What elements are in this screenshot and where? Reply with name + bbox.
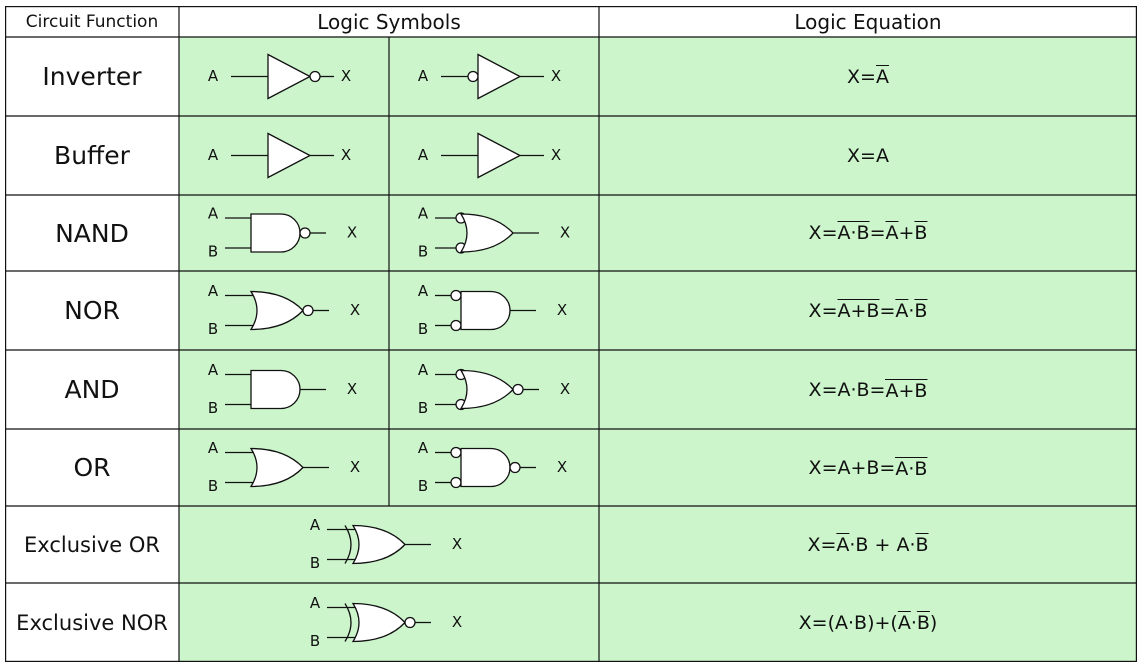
pin-label: A <box>418 439 429 457</box>
pin-label: A <box>418 282 429 300</box>
pin-label: A <box>418 361 429 379</box>
gate-triangle <box>267 132 312 179</box>
pin-label: A <box>418 67 429 85</box>
function-label: AND <box>64 375 120 404</box>
gate-or-body <box>249 447 304 488</box>
pin-label: X <box>452 535 462 553</box>
function-label: OR <box>73 453 111 482</box>
logic-symbols-drawing: A X A X A X A X A B X A B X A B X A B X A B X A B X A B X A B X A B X A B X <box>208 53 570 650</box>
equation-xnor: X=(A·B)+(A·B) <box>798 611 938 634</box>
gate-or-body <box>459 369 514 410</box>
pin-label: B <box>208 320 218 338</box>
pin-label: B <box>418 243 428 261</box>
pin-label: B <box>208 399 218 417</box>
pin-label: B <box>310 632 320 650</box>
pin-label: X <box>560 224 570 242</box>
table-grid <box>5 6 1137 662</box>
pin-label: X <box>557 301 567 319</box>
pin-label: X <box>347 224 357 242</box>
equation-and: X=A·B=A+B <box>808 378 928 402</box>
pin-label: A <box>208 205 219 223</box>
function-label: Inverter <box>42 62 142 91</box>
pin-label: A <box>418 205 429 223</box>
pin-label: X <box>560 380 570 398</box>
pin-label: A <box>208 67 219 85</box>
gate-or-body <box>459 213 514 253</box>
gate-triangle <box>477 53 522 100</box>
gate-or-body <box>351 602 406 643</box>
pin-label: A <box>310 516 321 534</box>
pin-label: A <box>310 594 321 612</box>
xor-extra-arc <box>344 603 352 642</box>
gate-triangle <box>267 53 312 100</box>
pin-label: X <box>341 146 351 164</box>
pin-label: X <box>452 613 462 631</box>
pin-label: B <box>418 320 428 338</box>
header-logic-equation: Logic Equation <box>794 9 942 34</box>
logic-table: Circuit Function Logic Symbols Logic Equ… <box>5 6 1137 662</box>
function-label: NOR <box>64 296 120 325</box>
pin-label: B <box>208 243 218 261</box>
pin-label: A <box>208 439 219 457</box>
equation-inverter: X=A <box>847 65 889 88</box>
pin-label: X <box>347 380 357 398</box>
gate-and-body <box>460 290 511 331</box>
xor-extra-arc <box>344 525 352 564</box>
equation-or: X=A+B=A·B <box>808 456 928 480</box>
gate-or-body <box>249 290 304 331</box>
pin-label: X <box>551 67 561 85</box>
pin-label: X <box>557 458 567 476</box>
pin-label: X <box>551 146 561 164</box>
pin-label: B <box>208 477 218 495</box>
gate-or-body <box>351 524 406 565</box>
pin-label: X <box>350 458 360 476</box>
gate-triangle <box>477 132 522 179</box>
pin-label: A <box>208 361 219 379</box>
equation-xor: X=A·B + A·B <box>807 533 929 556</box>
pin-label: X <box>341 67 351 85</box>
equation-buffer: X=A <box>847 144 889 167</box>
function-label: Exclusive OR <box>24 532 160 557</box>
pin-label: X <box>350 301 360 319</box>
gate-and-body <box>250 369 301 410</box>
equation-nand: X=A·B=A+B <box>808 222 928 244</box>
function-label: NAND <box>55 218 129 248</box>
pin-label: A <box>208 146 219 164</box>
pin-label: B <box>418 399 428 417</box>
pin-label: B <box>418 477 428 495</box>
header-logic-symbols: Logic Symbols <box>317 9 461 34</box>
pin-label: A <box>208 282 219 300</box>
header-circuit-function: Circuit Function <box>25 11 159 32</box>
equation-nor: X=A+B=A·B <box>808 299 928 322</box>
pin-label: A <box>418 146 429 164</box>
pin-label: B <box>310 554 320 572</box>
function-label: Exclusive NOR <box>16 610 168 635</box>
function-label: Buffer <box>54 141 130 170</box>
